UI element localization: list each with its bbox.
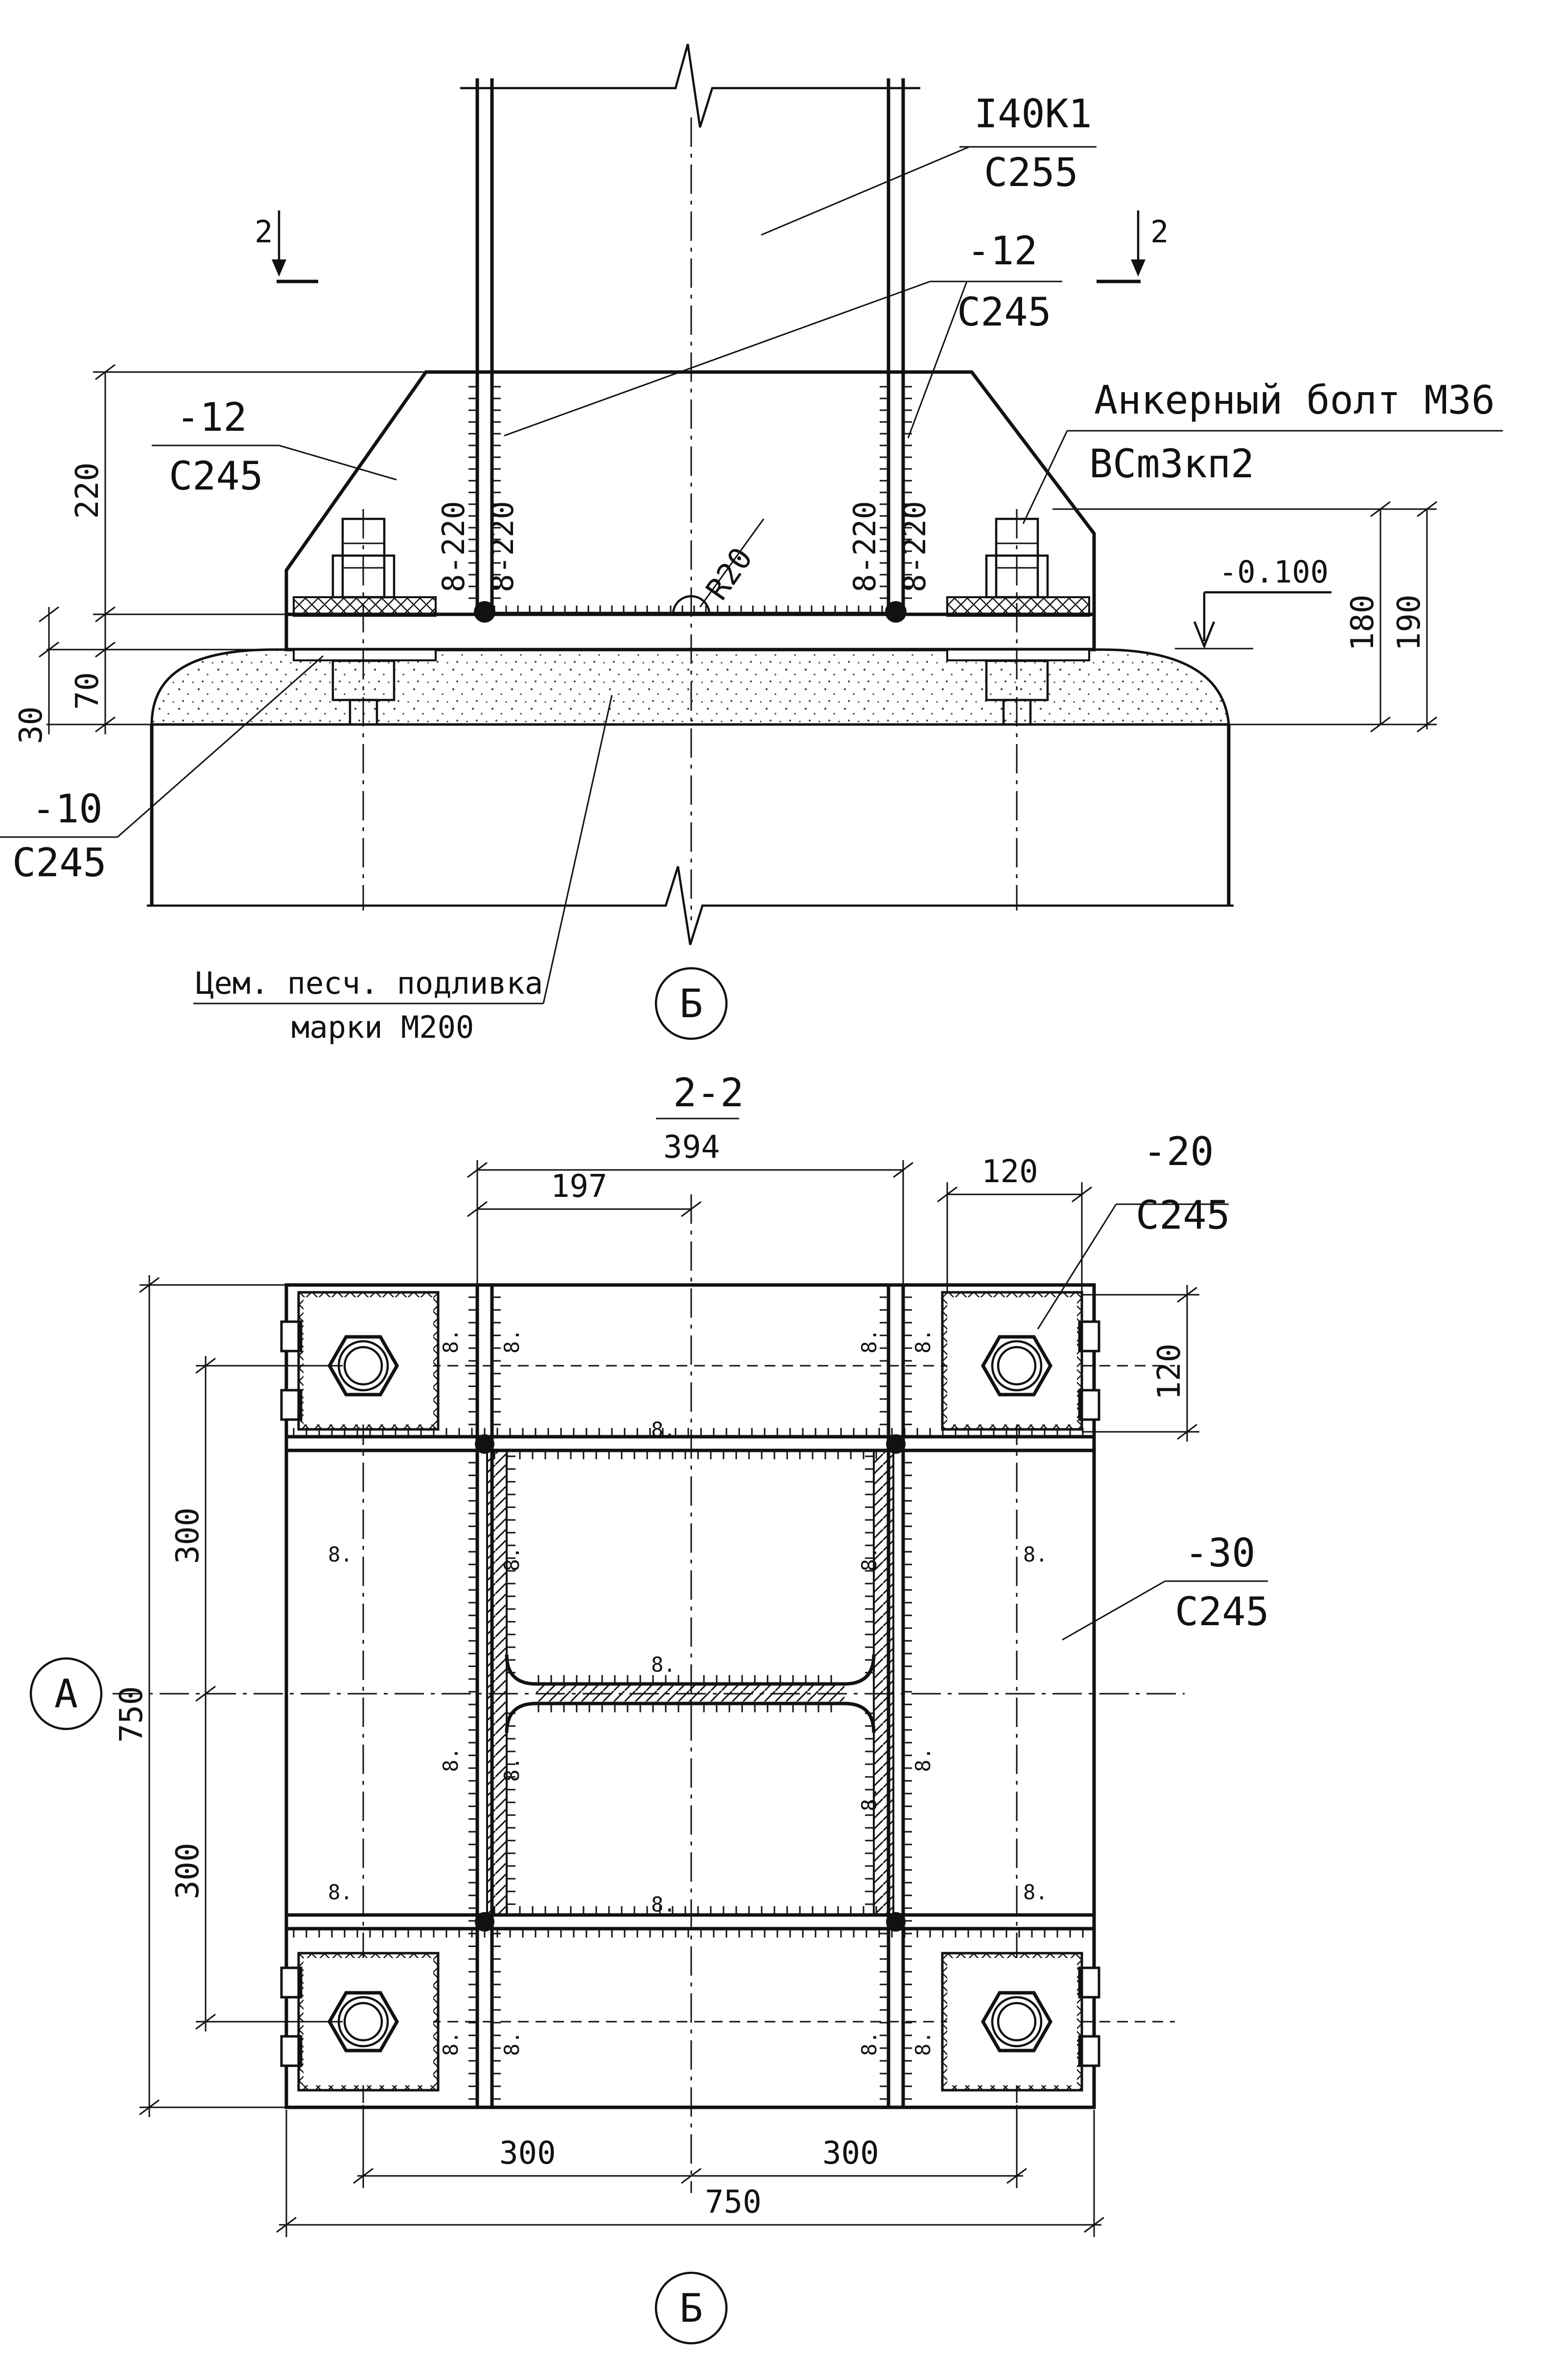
washer-label-top: -10 bbox=[32, 786, 103, 832]
dims-right-elevation: 180 190 bbox=[1052, 501, 1437, 733]
axis-bubble-b-bottom-label: Б bbox=[679, 2286, 703, 2331]
svg-text:2: 2 bbox=[255, 214, 273, 250]
base-plate bbox=[284, 612, 1096, 652]
washer-label-bottom: C245 bbox=[12, 840, 107, 886]
svg-text:180: 180 bbox=[1345, 594, 1381, 651]
gusset-plate bbox=[284, 370, 1096, 614]
svg-text:300: 300 bbox=[822, 2135, 879, 2171]
weld-ticks-elevation bbox=[468, 386, 912, 614]
grout-layer bbox=[150, 648, 1230, 726]
stiffeners-plan bbox=[284, 1435, 1096, 1931]
washer-right bbox=[946, 596, 1090, 617]
svg-text:8.: 8. bbox=[651, 1418, 676, 1442]
washer-plan-label-bottom: C245 bbox=[1136, 1192, 1230, 1238]
svg-text:8.: 8. bbox=[328, 1542, 353, 1566]
foundation bbox=[147, 724, 1234, 945]
rib-label-bottom: C245 bbox=[957, 289, 1051, 335]
section-title-bottom: 394 bbox=[663, 1129, 720, 1166]
washers-plan bbox=[297, 1291, 1083, 2092]
svg-text:8.: 8. bbox=[911, 2031, 935, 2056]
anchor-bolt-left bbox=[331, 509, 396, 910]
washer-left bbox=[293, 596, 437, 617]
anchor-label-top: Анкерный болт М36 bbox=[1094, 377, 1495, 423]
dims-left-elevation: 220 70 30 bbox=[13, 364, 426, 744]
grout-label-top: Цем. песч. подливка bbox=[196, 965, 543, 1001]
elevation-view: 8-220 8-220 8-220 8-220 R20 I40K1 C255 -… bbox=[0, 44, 1503, 1045]
svg-text:750: 750 bbox=[114, 1686, 150, 1743]
svg-text:750: 750 bbox=[705, 2184, 762, 2220]
section-title-top: 2-2 bbox=[673, 1070, 744, 1116]
svg-text:8.: 8. bbox=[500, 1757, 524, 1782]
svg-text:-0.100: -0.100 bbox=[1219, 554, 1329, 590]
axis-bubble-b-top-label: Б bbox=[679, 981, 703, 1027]
dims-bottom-plan: 300 300 750 bbox=[276, 2105, 1104, 2237]
r20-cutout bbox=[672, 595, 711, 615]
column-section bbox=[475, 1283, 906, 2109]
svg-text:2: 2 bbox=[1150, 214, 1168, 250]
plan-view: 2-2 394 bbox=[29, 1070, 1269, 2345]
section-mark-left: 2 bbox=[255, 210, 318, 283]
svg-text:300: 300 bbox=[170, 1843, 206, 1899]
svg-text:8.: 8. bbox=[500, 2031, 524, 2056]
svg-text:70: 70 bbox=[70, 672, 106, 710]
svg-text:8.: 8. bbox=[857, 1546, 881, 1571]
svg-text:8.: 8. bbox=[500, 1329, 524, 1353]
svg-text:8.: 8. bbox=[911, 1329, 935, 1353]
rib-label-top: -12 bbox=[967, 228, 1038, 274]
svg-text:8.: 8. bbox=[651, 1653, 676, 1677]
weld-ticks-plan bbox=[293, 1296, 1084, 2100]
svg-text:8.: 8. bbox=[500, 1546, 524, 1571]
gusset-label-top: -12 bbox=[176, 395, 247, 440]
svg-text:8.: 8. bbox=[439, 1329, 463, 1353]
weld-mark: 8-220 bbox=[847, 501, 883, 592]
svg-text:120: 120 bbox=[981, 1154, 1038, 1190]
svg-text:8.: 8. bbox=[911, 1747, 935, 1772]
weld-dots bbox=[474, 601, 907, 623]
svg-text:120: 120 bbox=[1151, 1343, 1188, 1400]
svg-text:8.: 8. bbox=[651, 1892, 676, 1916]
svg-text:8.: 8. bbox=[1023, 1880, 1048, 1904]
axis-bubble-b-bottom bbox=[654, 2271, 728, 2345]
section-mark-right: 2 bbox=[1097, 210, 1168, 283]
anchor-nuts-plan bbox=[327, 1335, 1053, 2053]
svg-text:197: 197 bbox=[551, 1168, 607, 1205]
base-plate-plan bbox=[284, 1283, 1096, 2109]
weld-mark: 8-220 bbox=[436, 501, 471, 592]
axis-bubble-a bbox=[29, 1657, 103, 1730]
svg-text:8.: 8. bbox=[439, 1747, 463, 1772]
axis-bubble-a-label: А bbox=[54, 1671, 78, 1717]
svg-text:8.: 8. bbox=[857, 1329, 881, 1353]
washer-plan-label-top: -20 bbox=[1143, 1129, 1214, 1174]
plate-label-top: -30 bbox=[1185, 1530, 1256, 1576]
dims-top-plan: 197 120 bbox=[467, 1154, 1092, 1292]
axis-bubble-b-top bbox=[654, 967, 728, 1040]
column-label-bottom: C255 bbox=[984, 150, 1078, 195]
gusset-label-bottom: C245 bbox=[169, 453, 263, 499]
svg-text:8.: 8. bbox=[439, 2031, 463, 2056]
dims-left-plan: 750 300 300 bbox=[114, 1275, 343, 2117]
anchor-label-bottom: ВСm3кп2 bbox=[1089, 441, 1254, 487]
anchor-bolt-right bbox=[985, 509, 1049, 910]
svg-text:300: 300 bbox=[499, 2135, 556, 2171]
weld-mark: 8-220 bbox=[897, 501, 933, 592]
grout-label-bottom: марки М200 bbox=[291, 1009, 474, 1045]
svg-text:8.: 8. bbox=[857, 1786, 881, 1811]
svg-text:8.: 8. bbox=[857, 2031, 881, 2056]
plate-label-bottom: C245 bbox=[1175, 1589, 1269, 1634]
elevation-mark: -0.100 bbox=[1175, 554, 1332, 650]
svg-text:300: 300 bbox=[170, 1507, 206, 1564]
weld-mark: 8-220 bbox=[485, 501, 520, 592]
svg-text:8.: 8. bbox=[1023, 1542, 1048, 1566]
column-flanges bbox=[460, 44, 920, 614]
svg-text:30: 30 bbox=[13, 706, 49, 744]
dims-right-plan: 120 bbox=[1082, 1285, 1199, 1442]
svg-text:8.: 8. bbox=[328, 1880, 353, 1904]
svg-text:220: 220 bbox=[70, 462, 106, 519]
weld-labels-plan: 8. 8. 8. 8. 8. 8. 8. 8. 8. 8. 8. 8. 8. 8… bbox=[328, 1329, 1048, 2056]
column-label-top: I40K1 bbox=[974, 91, 1092, 137]
svg-text:190: 190 bbox=[1391, 594, 1427, 651]
